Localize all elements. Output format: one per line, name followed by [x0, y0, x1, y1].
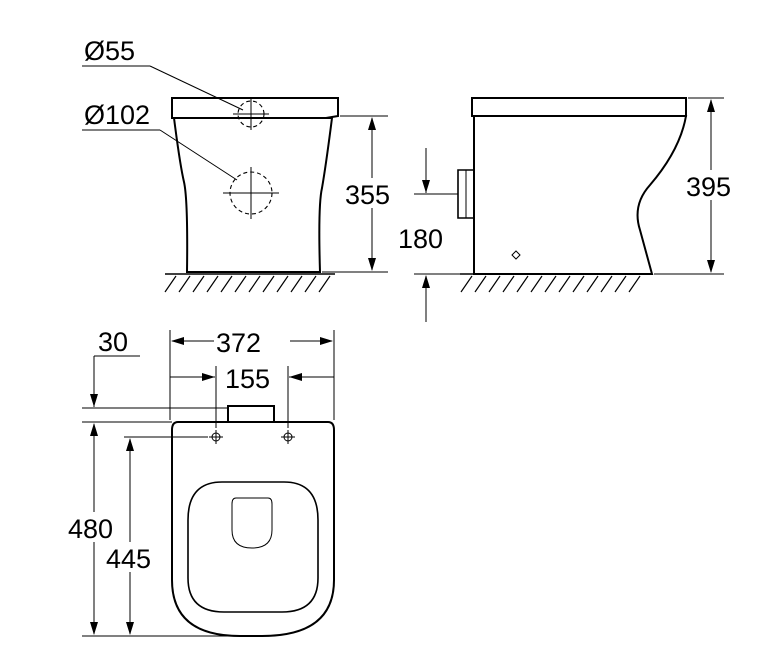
- mask-355: [343, 178, 399, 208]
- front-rim: [171, 97, 339, 119]
- arrow-372-right: [320, 337, 333, 345]
- front-floor-hatch: [164, 275, 331, 293]
- arrow-355-top: [368, 117, 376, 130]
- side-rim: [471, 97, 687, 117]
- side-body: [473, 115, 688, 275]
- top-view: 372 155 30 480 445: [66, 326, 335, 637]
- dim-side-height: 395: [686, 172, 731, 202]
- arrow-395-top: [707, 99, 715, 112]
- seat-opening: [187, 481, 319, 613]
- dim-front-height: 355: [345, 180, 390, 210]
- arrow-180-bottom: [422, 275, 430, 288]
- dim-small-outlet: Ø55: [84, 36, 135, 66]
- dim-outlet-height: 180: [398, 224, 443, 254]
- dim-overall-width: 372: [216, 328, 261, 358]
- mask-480: [66, 512, 122, 542]
- mask-372: [214, 326, 290, 356]
- fixing-hole-left: [209, 430, 223, 444]
- arrow-395-bottom: [707, 260, 715, 273]
- dim-rear-offset: 30: [98, 327, 128, 357]
- arrow-445-bottom: [126, 622, 134, 635]
- bowl-outlet: [231, 497, 273, 549]
- fixing-hole-right: [281, 430, 295, 444]
- arrow-155-left: [202, 373, 215, 381]
- dim-fixing-depth: 445: [106, 544, 151, 574]
- arrow-372-left: [171, 337, 184, 345]
- arrow-480-top: [90, 423, 98, 436]
- arrow-180-top: [422, 180, 430, 193]
- arrow-30: [90, 394, 98, 407]
- dim-fixing-distance: 155: [225, 364, 270, 394]
- mask-395: [684, 170, 740, 200]
- side-view: 180 395: [398, 97, 740, 322]
- seat-outline: [171, 421, 335, 637]
- arrow-155-right: [289, 373, 302, 381]
- arrow-480-bottom: [90, 622, 98, 635]
- arrow-355-bottom: [368, 258, 376, 271]
- mask-445: [104, 542, 162, 572]
- leader-102: [159, 129, 238, 181]
- front-body: [172, 117, 334, 273]
- front-view: Ø55 Ø102 355: [82, 36, 399, 293]
- fixing-mark: [511, 250, 521, 260]
- side-floor-hatch: [460, 275, 641, 293]
- arrow-445-top: [126, 438, 134, 451]
- leader-55: [149, 65, 244, 111]
- dim-overall-depth: 480: [68, 514, 113, 544]
- dim-large-outlet: Ø102: [84, 100, 150, 130]
